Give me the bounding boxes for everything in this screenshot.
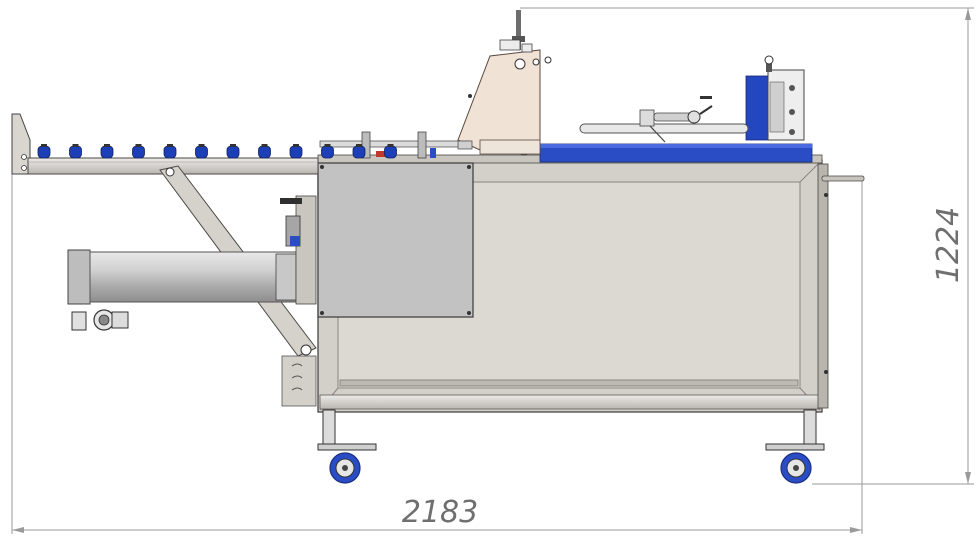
clamp-assembly <box>745 55 805 141</box>
roller <box>69 144 82 159</box>
roller <box>384 144 397 159</box>
roller <box>258 144 271 159</box>
width-dimension: 2183 <box>11 150 863 534</box>
blue-table <box>539 143 813 163</box>
roller <box>289 144 303 159</box>
caster-right <box>765 409 825 484</box>
pneumatic-cylinder <box>67 249 310 331</box>
roller <box>352 144 366 159</box>
vertical-bracket <box>457 10 552 156</box>
side-mechanism <box>280 195 317 407</box>
roller <box>100 144 114 159</box>
roller <box>163 144 177 159</box>
rollers <box>37 144 397 159</box>
roller <box>37 144 51 159</box>
height-dimension: 1224 <box>520 7 974 485</box>
roller <box>321 144 334 159</box>
height-dimension-label: 1224 <box>931 207 966 283</box>
roller <box>132 144 145 159</box>
roller <box>226 144 240 159</box>
roller <box>195 144 208 159</box>
width-dimension-label: 2183 <box>402 495 478 530</box>
pusher-rod <box>579 96 749 143</box>
caster-left <box>317 409 377 484</box>
cover-panel <box>317 162 474 318</box>
roller-conveyor <box>11 113 319 175</box>
